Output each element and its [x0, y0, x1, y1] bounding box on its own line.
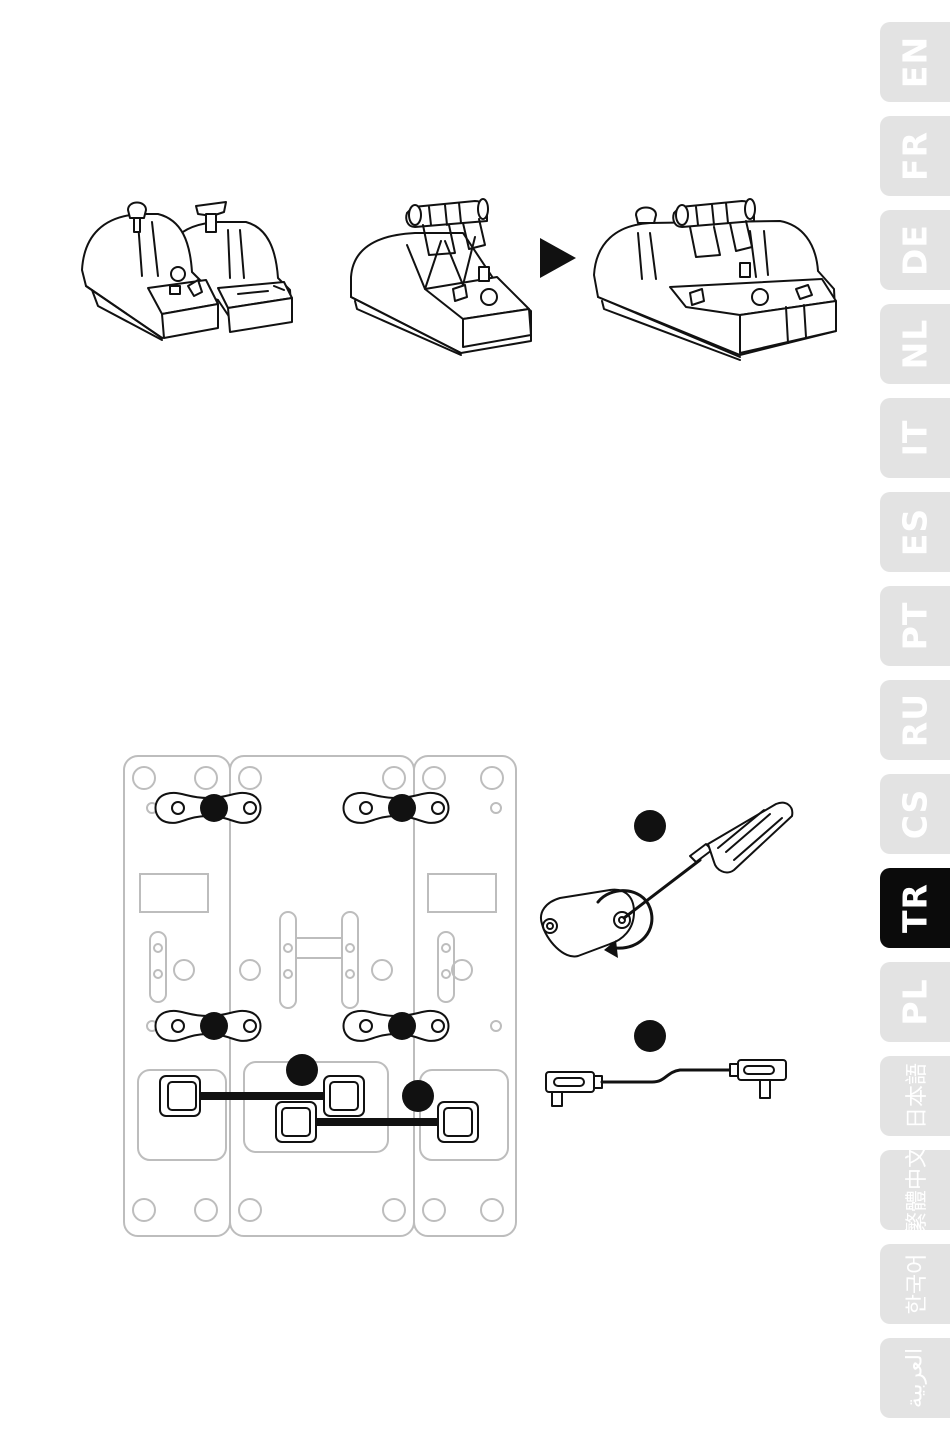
lang-tab-ko[interactable]: 한국어 [880, 1244, 950, 1324]
arrow-right-icon [538, 236, 578, 280]
two-add-on-modules [78, 190, 303, 340]
baseplate-underside [120, 752, 520, 1242]
lang-tab-label: PL [896, 978, 935, 1025]
screwdriver-step [530, 800, 800, 985]
lang-tab-nl[interactable]: NL [880, 304, 950, 384]
cable-step [540, 1018, 810, 1108]
lang-tab-pt[interactable]: PT [880, 586, 950, 666]
lang-tab-label: EN [896, 36, 935, 88]
lang-tab-zh[interactable]: 繁體中文 [880, 1150, 950, 1230]
throttle-unit [345, 185, 535, 355]
lang-tab-en[interactable]: EN [880, 22, 950, 102]
lang-tab-label: 日本語 [899, 1063, 931, 1129]
lang-tab-label: TR [896, 883, 935, 933]
lang-tab-label: ES [896, 508, 935, 556]
lang-tab-label: DE [896, 224, 935, 276]
lang-tab-pl[interactable]: PL [880, 962, 950, 1042]
lang-tab-label: NL [896, 319, 935, 370]
lang-tab-ar[interactable]: العربية [880, 1338, 950, 1418]
lang-tab-label: 한국어 [899, 1254, 931, 1315]
lang-tab-label: IT [896, 420, 935, 457]
lang-tab-de[interactable]: DE [880, 210, 950, 290]
lang-tab-ru[interactable]: RU [880, 680, 950, 760]
lang-tab-label: 繁體中文 [899, 1150, 931, 1230]
lang-tab-label: RU [896, 693, 935, 747]
lang-tab-it[interactable]: IT [880, 398, 950, 478]
assembled-unit [590, 185, 840, 360]
lang-tab-cs[interactable]: CS [880, 774, 950, 854]
language-tab-strip: EN FR DE NL IT ES PT RU CS TR PL 日本語 繁體中… [880, 22, 950, 1432]
lang-tab-label: العربية [903, 1348, 928, 1408]
lang-tab-label: CS [896, 789, 935, 840]
lang-tab-es[interactable]: ES [880, 492, 950, 572]
lang-tab-tr[interactable]: TR [880, 868, 950, 948]
lang-tab-label: FR [896, 131, 935, 181]
lang-tab-ja[interactable]: 日本語 [880, 1056, 950, 1136]
lang-tab-label: PT [896, 602, 935, 651]
lang-tab-fr[interactable]: FR [880, 116, 950, 196]
